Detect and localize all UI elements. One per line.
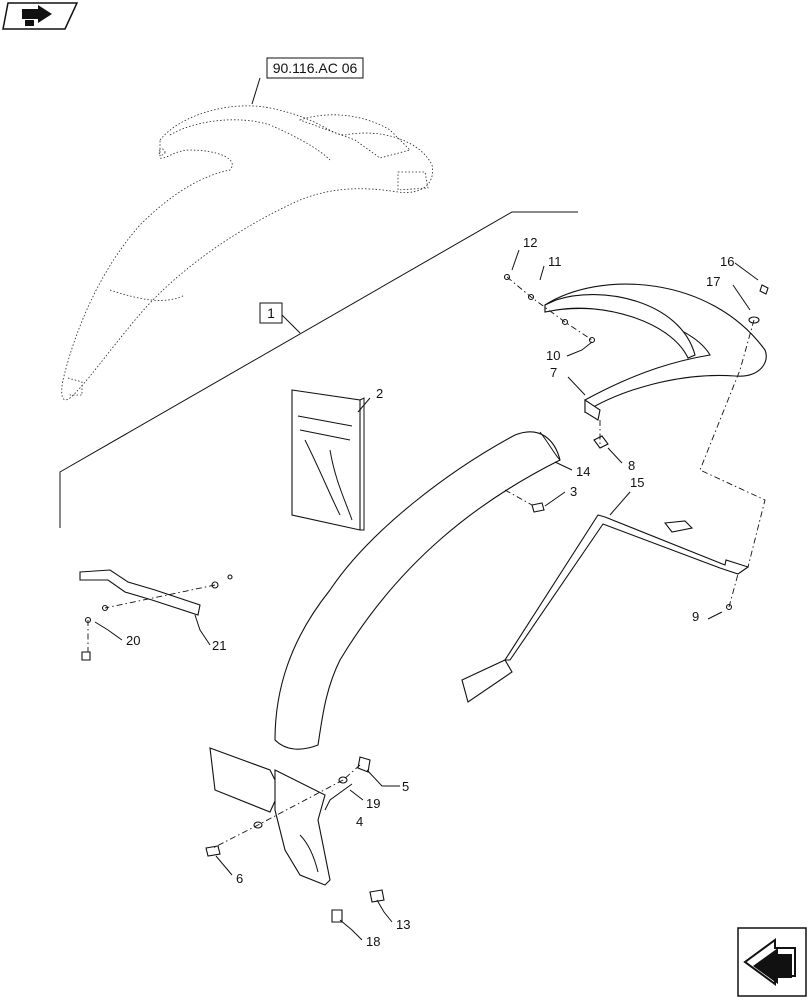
callout-3: 3	[570, 484, 577, 499]
part-21-bracket	[79, 569, 201, 616]
callout-17: 17	[706, 274, 720, 289]
previous-page-arrow-icon[interactable]	[737, 927, 807, 997]
part-7-fender-panel	[544, 283, 767, 421]
callout-10: 10	[546, 348, 560, 363]
callout-16: 16	[720, 254, 734, 269]
next-page-arrow-icon[interactable]	[2, 2, 79, 30]
callout-8: 8	[628, 458, 635, 473]
callout-4: 4	[356, 814, 363, 829]
assembly-bracket-line	[59, 211, 578, 528]
reference-fender-outline	[61, 105, 433, 401]
callout-numbers: 2 3 4 5 6 7 8 9 10 11 12 13 14 15 16 17 …	[126, 235, 734, 949]
callout-6: 6	[236, 871, 243, 886]
reference-code-box[interactable]	[266, 57, 364, 79]
callout-13: 13	[396, 917, 410, 932]
assembly-leader	[281, 314, 301, 334]
assembly-label: 1	[267, 305, 275, 321]
part-15-support-bracket	[461, 514, 750, 703]
callout-leaders	[94, 249, 759, 941]
callout-12: 12	[523, 235, 537, 250]
part-14-arch-fender	[274, 431, 561, 750]
callout-2: 2	[376, 386, 383, 401]
callout-20: 20	[126, 633, 140, 648]
callout-21: 21	[212, 638, 226, 653]
callout-9: 9	[692, 609, 699, 624]
part-4-mud-flap	[209, 747, 331, 886]
reference-leader	[251, 77, 261, 105]
part-2-manual	[291, 389, 365, 531]
callout-15: 15	[630, 475, 644, 490]
callout-19: 19	[366, 796, 380, 811]
callout-14: 14	[576, 464, 590, 479]
callout-7: 7	[550, 365, 557, 380]
assembly-dash-lines	[87, 276, 766, 849]
assembly-label-box	[259, 302, 283, 324]
callout-5: 5	[402, 779, 409, 794]
callout-18: 18	[366, 934, 380, 949]
callout-11: 11	[548, 254, 562, 269]
reference-code[interactable]: 90.116.AC 06	[273, 60, 358, 76]
